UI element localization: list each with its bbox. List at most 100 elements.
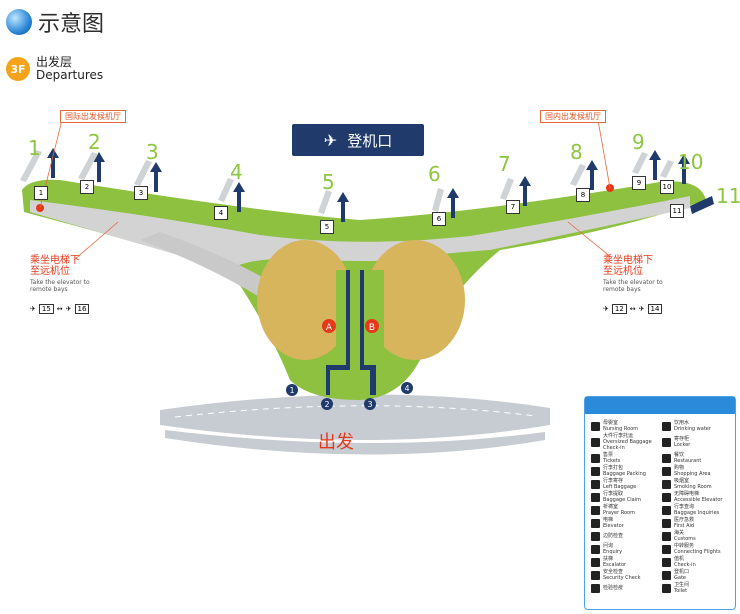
zone-b-label: B xyxy=(369,323,375,333)
legend-item-cn: 行李打包 xyxy=(603,465,624,471)
legend-item-en: Drinking water xyxy=(674,426,711,432)
baggage-packing-icon xyxy=(591,466,600,476)
gate-chip-1[interactable]: 1 xyxy=(34,186,48,200)
airplane-icon: ✈ xyxy=(323,130,338,150)
gate-chip-4[interactable]: 4 xyxy=(214,206,228,220)
escalator-icon xyxy=(591,557,600,567)
gate-number-2: 2 xyxy=(88,130,101,154)
restaurant-icon xyxy=(662,453,671,463)
floor-badge: 3F xyxy=(6,57,30,81)
inspection-icon xyxy=(591,583,600,593)
legend-item-en: Smoking Room xyxy=(674,484,712,490)
legend-item-cn: 安全检查 xyxy=(603,569,624,575)
remote-bays-left: ✈15 ↔ ✈16 xyxy=(30,304,90,314)
legend-item-cn: 吸烟室 xyxy=(674,478,690,484)
legend-item-en: Baggage Packing xyxy=(603,471,646,477)
legend-item-cn: 行李查询 xyxy=(674,504,695,510)
oversized-baggage-icon xyxy=(591,437,600,447)
prayer-room-icon xyxy=(591,505,600,515)
legend-item: 边防检查 xyxy=(591,530,658,542)
drinking-water-icon xyxy=(662,421,671,431)
gate-chip-9[interactable]: 9 xyxy=(632,176,646,190)
gate-number-7: 7 xyxy=(498,152,511,176)
remote-bays-right: ✈12 ↔ ✈14 xyxy=(603,304,663,314)
legend-item-en: Restaurant xyxy=(674,458,702,464)
gate-chip-3[interactable]: 3 xyxy=(134,186,148,200)
legend-item-en: Elevator xyxy=(603,523,624,529)
gate-number-10: 10 xyxy=(678,150,704,174)
legend-item-en: Security Check xyxy=(603,575,641,581)
legend-item-cn: 电梯 xyxy=(603,517,614,523)
gate-chip-6[interactable]: 6 xyxy=(432,212,446,226)
jet-bridges xyxy=(20,150,674,214)
tickets-icon xyxy=(591,453,600,463)
legend-item: 检验检疫 xyxy=(591,582,658,594)
gate-chip-10[interactable]: 10 xyxy=(660,180,674,194)
immigration-icon xyxy=(591,531,600,541)
accessible-elevator-icon xyxy=(662,492,671,502)
legend-item-cn: 海关 xyxy=(674,530,685,536)
floor-name-cn: 出发层 xyxy=(36,55,73,69)
legend-item-en: Connecting Flights xyxy=(674,549,721,555)
left-baggage-icon xyxy=(591,479,600,489)
svg-text:1: 1 xyxy=(289,386,294,395)
customs-icon xyxy=(662,531,671,541)
floor-name-en: Departures xyxy=(36,68,104,82)
legend-item-cn: 餐饮 xyxy=(674,452,685,458)
legend-item-en: Gate xyxy=(674,575,686,581)
legend-item-cn: 购物 xyxy=(674,465,685,471)
baggage-inquiries-icon xyxy=(662,505,671,515)
legend-item-en: Baggage Inquiries xyxy=(674,510,720,516)
legend-item-cn: 卫生间 xyxy=(674,582,690,588)
security-check-icon xyxy=(591,570,600,580)
gate-chip-7[interactable]: 7 xyxy=(506,200,520,214)
legend-item-cn: 行李寄存 xyxy=(603,478,624,484)
legend-item-cn: 行李提取 xyxy=(603,491,624,497)
gate-chip-5[interactable]: 5 xyxy=(320,220,334,234)
legend-item-en: Oversized Baggage Check-in xyxy=(603,439,652,451)
legend-item-cn: 饮用水 xyxy=(674,420,690,426)
page-header: 示意图 xyxy=(6,6,104,38)
legend-item-en: Customs xyxy=(674,536,696,542)
legend-item-cn: 医疗急救 xyxy=(674,517,695,523)
zone-right-tan xyxy=(365,240,465,360)
toilet-icon xyxy=(662,583,671,593)
gate-chip-2[interactable]: 2 xyxy=(80,180,94,194)
legend-header xyxy=(585,397,735,414)
zone-a-label: A xyxy=(326,323,333,333)
gate-icon xyxy=(662,570,671,580)
approach-road xyxy=(160,394,550,440)
legend-item-en: Toilet xyxy=(674,588,688,594)
gate-chip-8[interactable]: 8 xyxy=(576,188,590,202)
gate-chip-11[interactable]: 11 xyxy=(670,204,684,218)
legend-item-cn: 中转服务 xyxy=(674,543,695,549)
legend-item-en: Locker xyxy=(674,442,691,448)
locker-icon xyxy=(662,437,671,447)
legend-item-en: Accessible Elevator xyxy=(674,497,723,503)
legend-item-cn: 无障碍电梯 xyxy=(674,491,700,497)
legend-item-cn: 问询 xyxy=(603,543,614,549)
intl-lounge-label: 国际出发候机厅 xyxy=(60,110,126,123)
elevator-icon xyxy=(591,518,600,528)
gate-title-box: ✈ 登机口 xyxy=(292,124,424,156)
gate-number-11: 11 xyxy=(716,184,740,208)
legend-item-en: Enquiry xyxy=(603,549,623,555)
airplane-icon: ✈ xyxy=(30,305,36,313)
